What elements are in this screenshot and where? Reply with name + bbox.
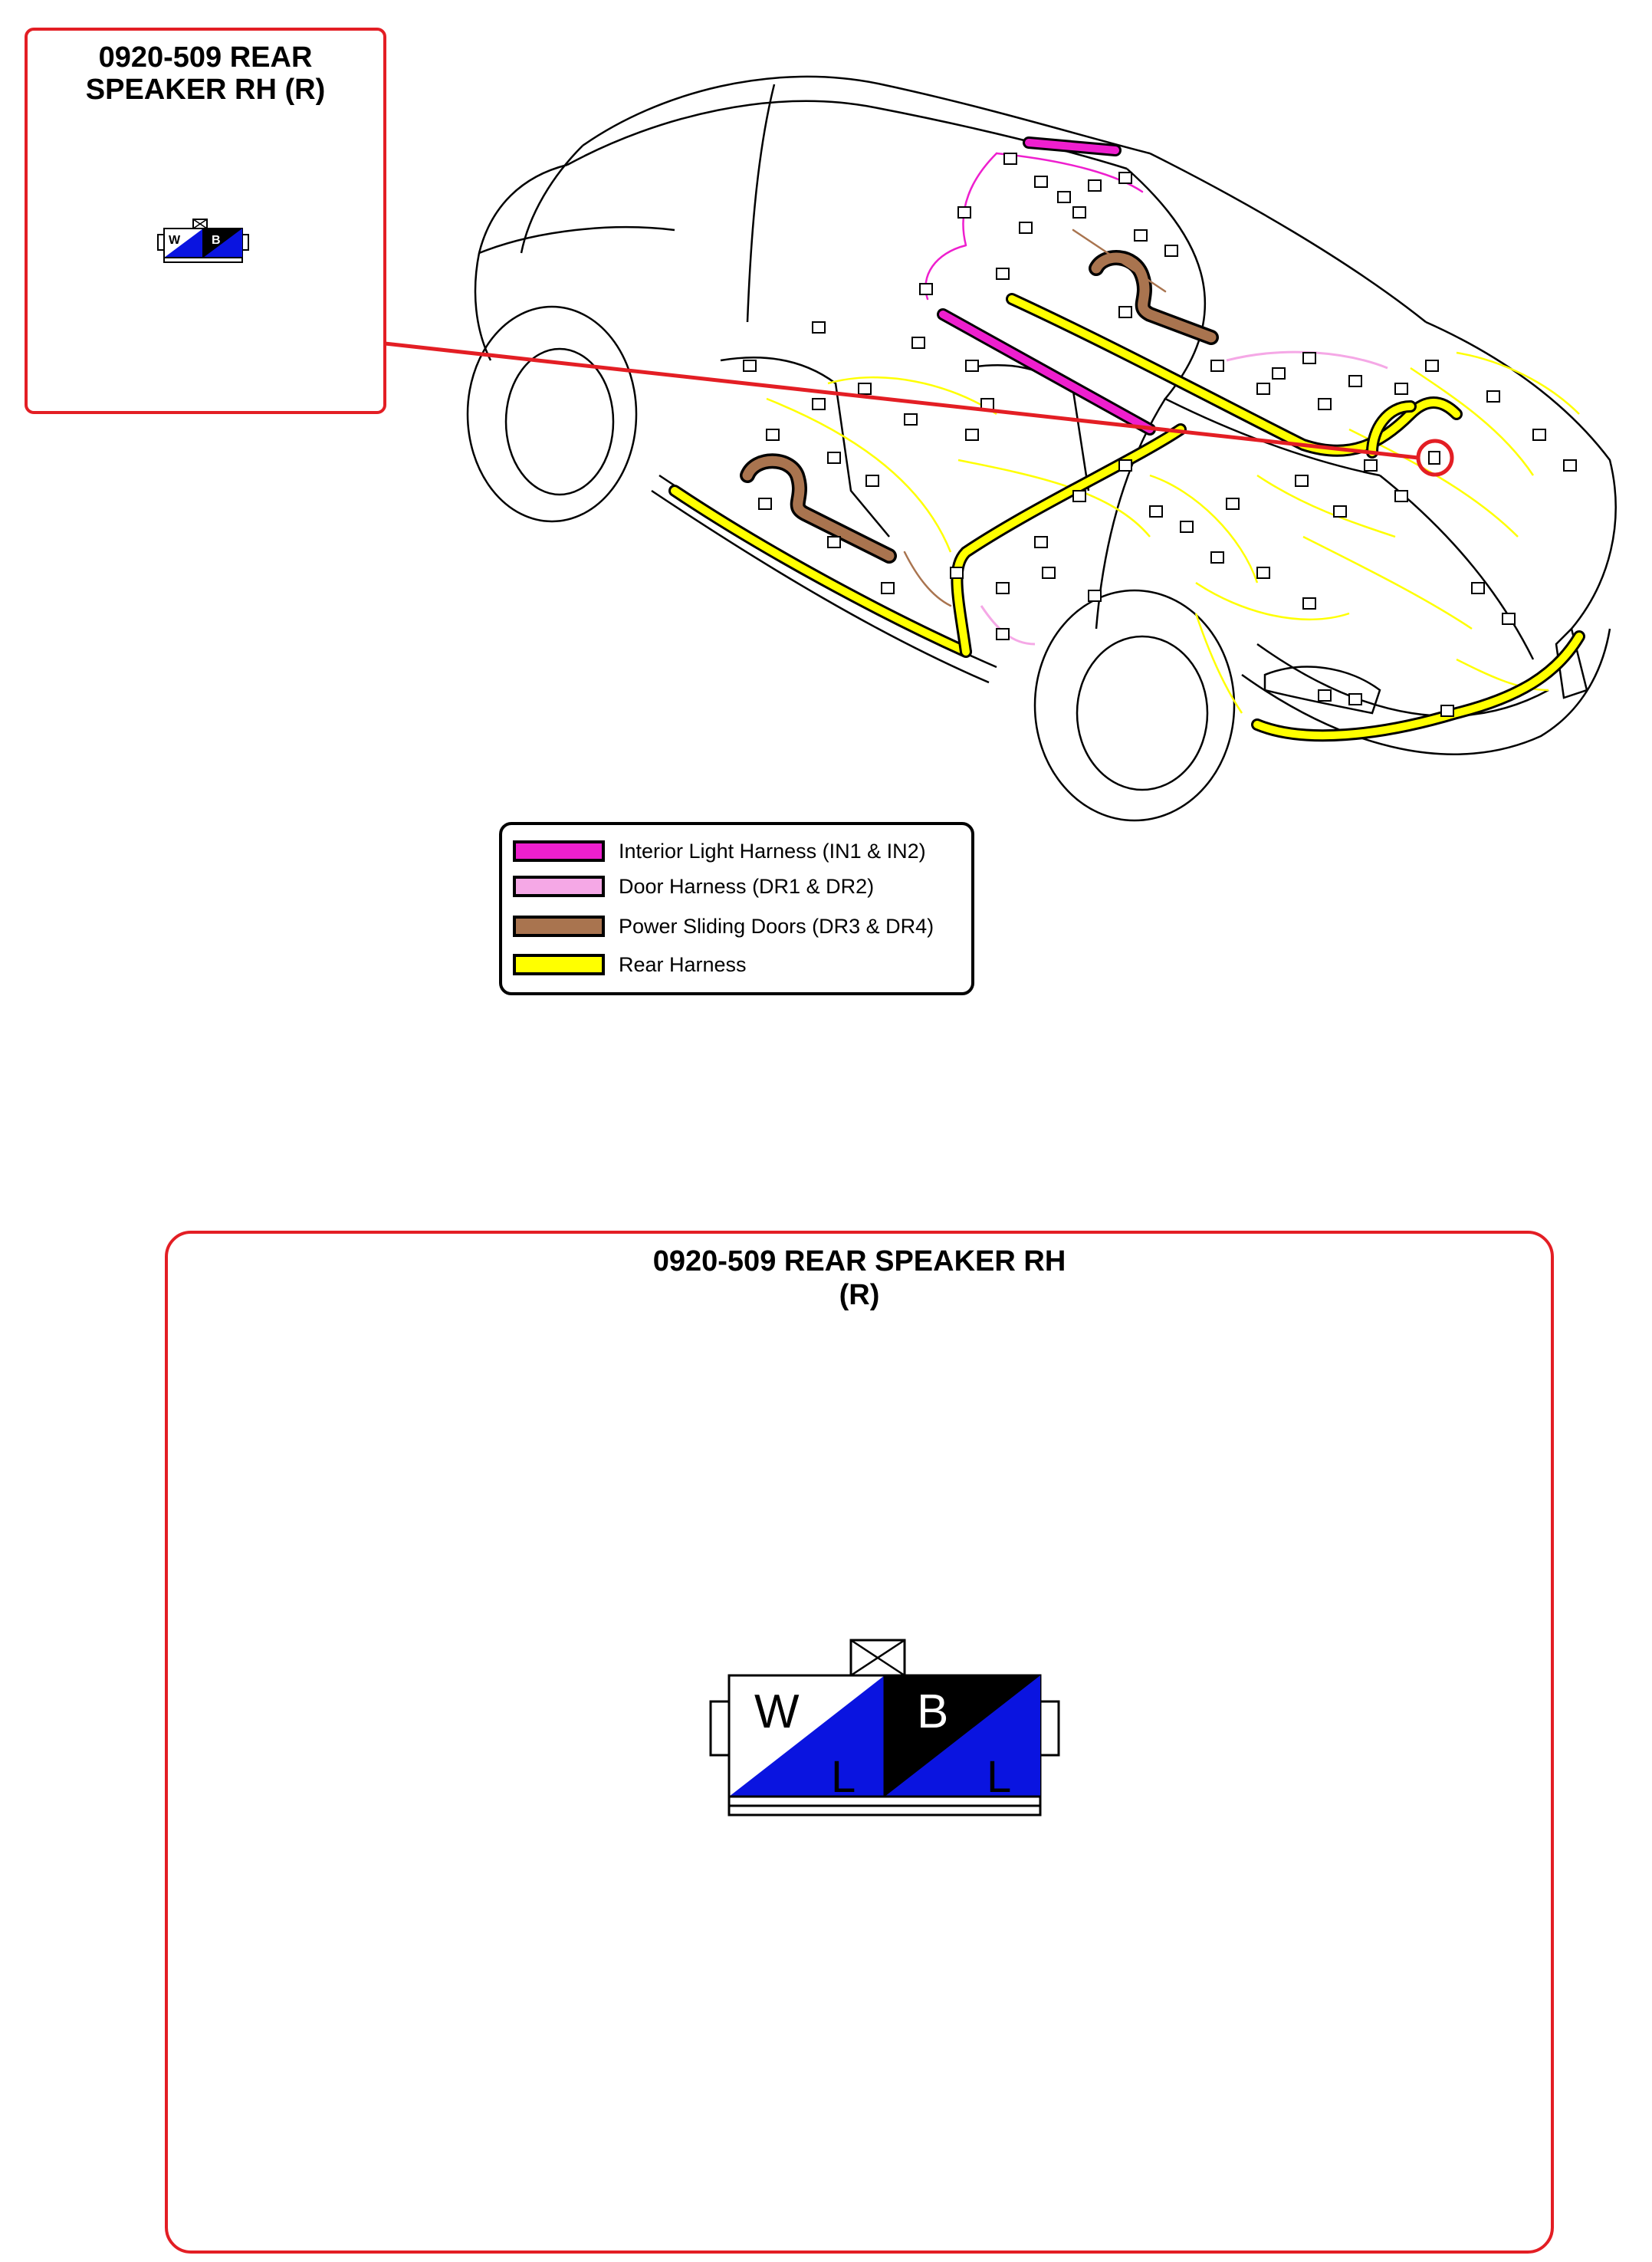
connector-face-mini: W B — [157, 219, 249, 263]
callout-large-title-line1: 0920-509 REAR SPEAKER RH — [652, 1245, 1066, 1277]
legend-label: Power Sliding Doors (DR3 & DR4) — [619, 914, 934, 938]
connector-callout-large: 0920-509 REAR SPEAKER RH (R) W L B L — [165, 1231, 1554, 2254]
legend-item-power-sliding-doors: Power Sliding Doors (DR3 & DR4) — [513, 911, 934, 942]
legend-label: Door Harness (DR1 & DR2) — [619, 874, 875, 898]
pin-1-label: W — [754, 1685, 800, 1738]
callout-small-title: 0920-509 REAR SPEAKER RH (R) — [28, 41, 383, 106]
harness-legend: Interior Light Harness (IN1 & IN2) Door … — [499, 822, 974, 995]
pin-2-wire-label: L — [987, 1752, 1011, 1802]
connector-callout-small: 0920-509 REAR SPEAKER RH (R) W B — [25, 28, 386, 414]
connector-boxes — [743, 153, 1577, 717]
mini-pin-2-label: B — [212, 234, 221, 247]
callout-leader-line — [384, 341, 1419, 460]
pin-2-label: B — [917, 1685, 948, 1738]
legend-swatch — [513, 840, 605, 862]
legend-label: Interior Light Harness (IN1 & IN2) — [619, 839, 926, 863]
vehicle-harness-diagram — [384, 75, 1617, 822]
power-sliding-doors-harness — [740, 229, 1219, 607]
legend-item-interior-light: Interior Light Harness (IN1 & IN2) — [513, 836, 926, 866]
callout-small-title-line1: 0920-509 REAR — [98, 41, 313, 74]
interior-light-harness — [925, 136, 1156, 436]
legend-swatch — [513, 954, 605, 975]
door-harness — [980, 350, 1388, 646]
legend-item-door: Door Harness (DR1 & DR2) — [513, 871, 874, 902]
pin-1-wire-label: L — [831, 1752, 856, 1802]
legend-item-rear: Rear Harness — [513, 949, 747, 980]
legend-swatch — [513, 916, 605, 937]
legend-label: Rear Harness — [619, 952, 747, 976]
mini-pin-1-label: W — [169, 234, 181, 247]
connector-face-large: W L B L — [709, 1639, 1060, 1817]
callout-large-title-line2: (R) — [839, 1279, 880, 1311]
legend-swatch — [513, 876, 605, 897]
callout-small-title-line2: SPEAKER RH (R) — [85, 74, 326, 106]
callout-large-title: 0920-509 REAR SPEAKER RH (R) — [168, 1244, 1551, 1312]
